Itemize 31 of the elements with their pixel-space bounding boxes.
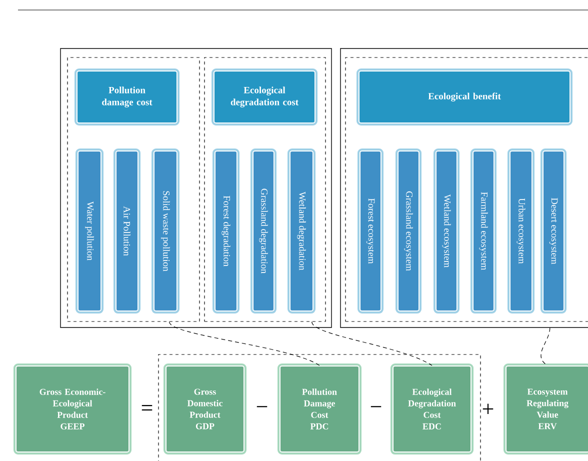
- operator-sign: =: [142, 404, 152, 410]
- item-bar: Water pollution: [76, 148, 104, 314]
- leader-line: [169, 322, 320, 366]
- item-bar: Urban ecosystem: [508, 148, 534, 314]
- leader-line: [312, 322, 432, 366]
- group-frame: [67, 57, 200, 322]
- item-bar: Wetland degradation: [288, 148, 316, 314]
- item-bar: Air Pollution: [114, 148, 140, 314]
- category-box: Ecological benefit: [356, 68, 572, 126]
- category-box: Ecological degradation cost: [212, 68, 318, 126]
- group-frame: [158, 354, 481, 461]
- formula-box: Ecological Degradation Cost EDC: [390, 364, 474, 454]
- category-box: Pollution damage cost: [74, 68, 180, 126]
- item-bar: Forest degradation: [212, 148, 240, 314]
- item-bar: Grassland degradation: [250, 148, 276, 314]
- operator-sign: +: [482, 404, 494, 414]
- formula-box: Pollution Damage Cost PDC: [278, 364, 362, 454]
- operator-sign: −: [370, 406, 382, 408]
- group-frame: [204, 57, 326, 322]
- operator-sign: −: [256, 406, 268, 408]
- formula-box: Gross Economic-Ecological Product GEEP: [14, 364, 132, 454]
- item-bar: Wetland ecosystem: [434, 148, 460, 314]
- item-bar: Grassland ecosystem: [396, 148, 422, 314]
- formula-box: Gross Domestic Product GDP: [164, 364, 246, 454]
- leader-line: [540, 328, 550, 366]
- item-bar: Forest ecosystem: [358, 148, 384, 314]
- panel-frame: [60, 48, 332, 328]
- formula-box: Ecosystem Regulating Value ERV: [504, 364, 588, 454]
- item-bar: Desert ecosystem: [540, 148, 566, 314]
- item-bar: Solid waste pollution: [152, 148, 180, 314]
- item-bar: Farmland ecosystem: [470, 148, 496, 314]
